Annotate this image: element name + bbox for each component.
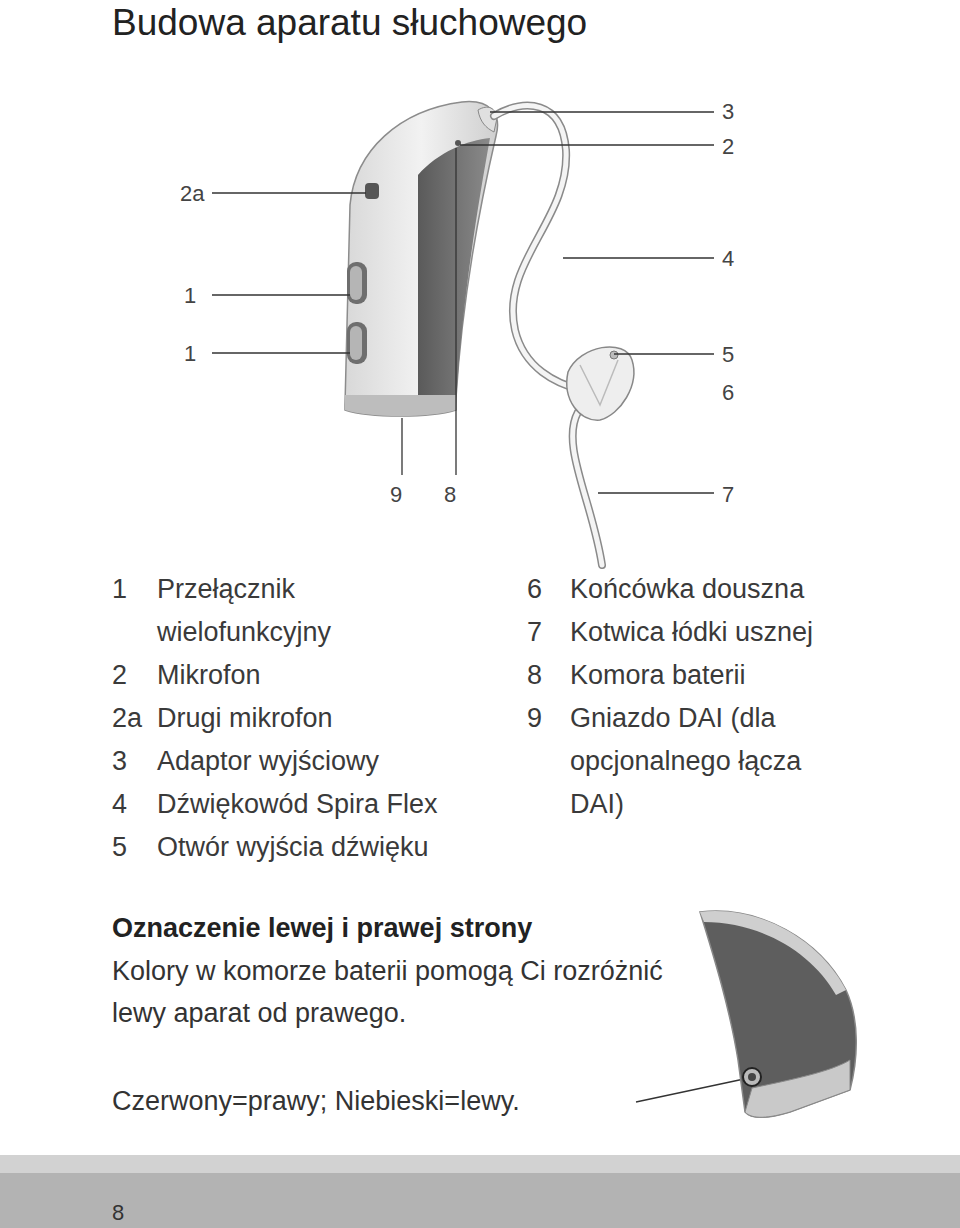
part-name: Komora baterii: [570, 654, 746, 697]
part-number: 9: [527, 697, 542, 740]
callout-number: 2a: [180, 181, 204, 207]
part-number: 2a: [112, 697, 142, 740]
note-text: Czerwony=prawy; Niebieski=lewy.: [112, 1080, 520, 1122]
part-name: Adaptor wyjściowy: [157, 740, 379, 783]
page-number: 8: [112, 1200, 124, 1226]
part-name: Dźwiękowód Spira Flex: [157, 783, 438, 826]
callout-number: 4: [722, 246, 734, 272]
callout-number: 9: [390, 482, 402, 508]
part-number: 1: [112, 568, 127, 611]
part-name: Końcówka douszna: [570, 568, 804, 611]
part-name: Otwór wyjścia dźwięku: [157, 826, 429, 869]
part-number: 7: [527, 611, 542, 654]
part-name: Drugi mikrofon: [157, 697, 333, 740]
callout-number: 1: [184, 341, 196, 367]
callout-number: 1: [184, 283, 196, 309]
part-number: 2: [112, 654, 127, 697]
callout-number: 8: [444, 482, 456, 508]
callout-number: 5: [722, 342, 734, 368]
part-name: Gniazdo DAI (dla opcjonalnego łącza DAI): [570, 697, 825, 826]
part-number: 5: [112, 826, 127, 869]
page-title: Budowa aparatu słuchowego: [112, 2, 587, 44]
part-number: 3: [112, 740, 127, 783]
part-name: Mikrofon: [157, 654, 261, 697]
part-number: 4: [112, 783, 127, 826]
callout-number: 7: [722, 482, 734, 508]
part-number: 8: [527, 654, 542, 697]
callout-number: 3: [722, 99, 734, 125]
note-text: Kolory w komorze baterii pomogą Ci rozró…: [112, 950, 672, 1034]
callout-number: 6: [722, 380, 734, 406]
callout-number: 2: [722, 134, 734, 160]
part-number: 6: [527, 568, 542, 611]
note-heading: Oznaczenie lewej i prawej strony: [112, 913, 532, 944]
part-name: Kotwica łódki usznej: [570, 611, 813, 654]
part-name: Przełącznik wielofunkcyjny: [157, 568, 407, 654]
